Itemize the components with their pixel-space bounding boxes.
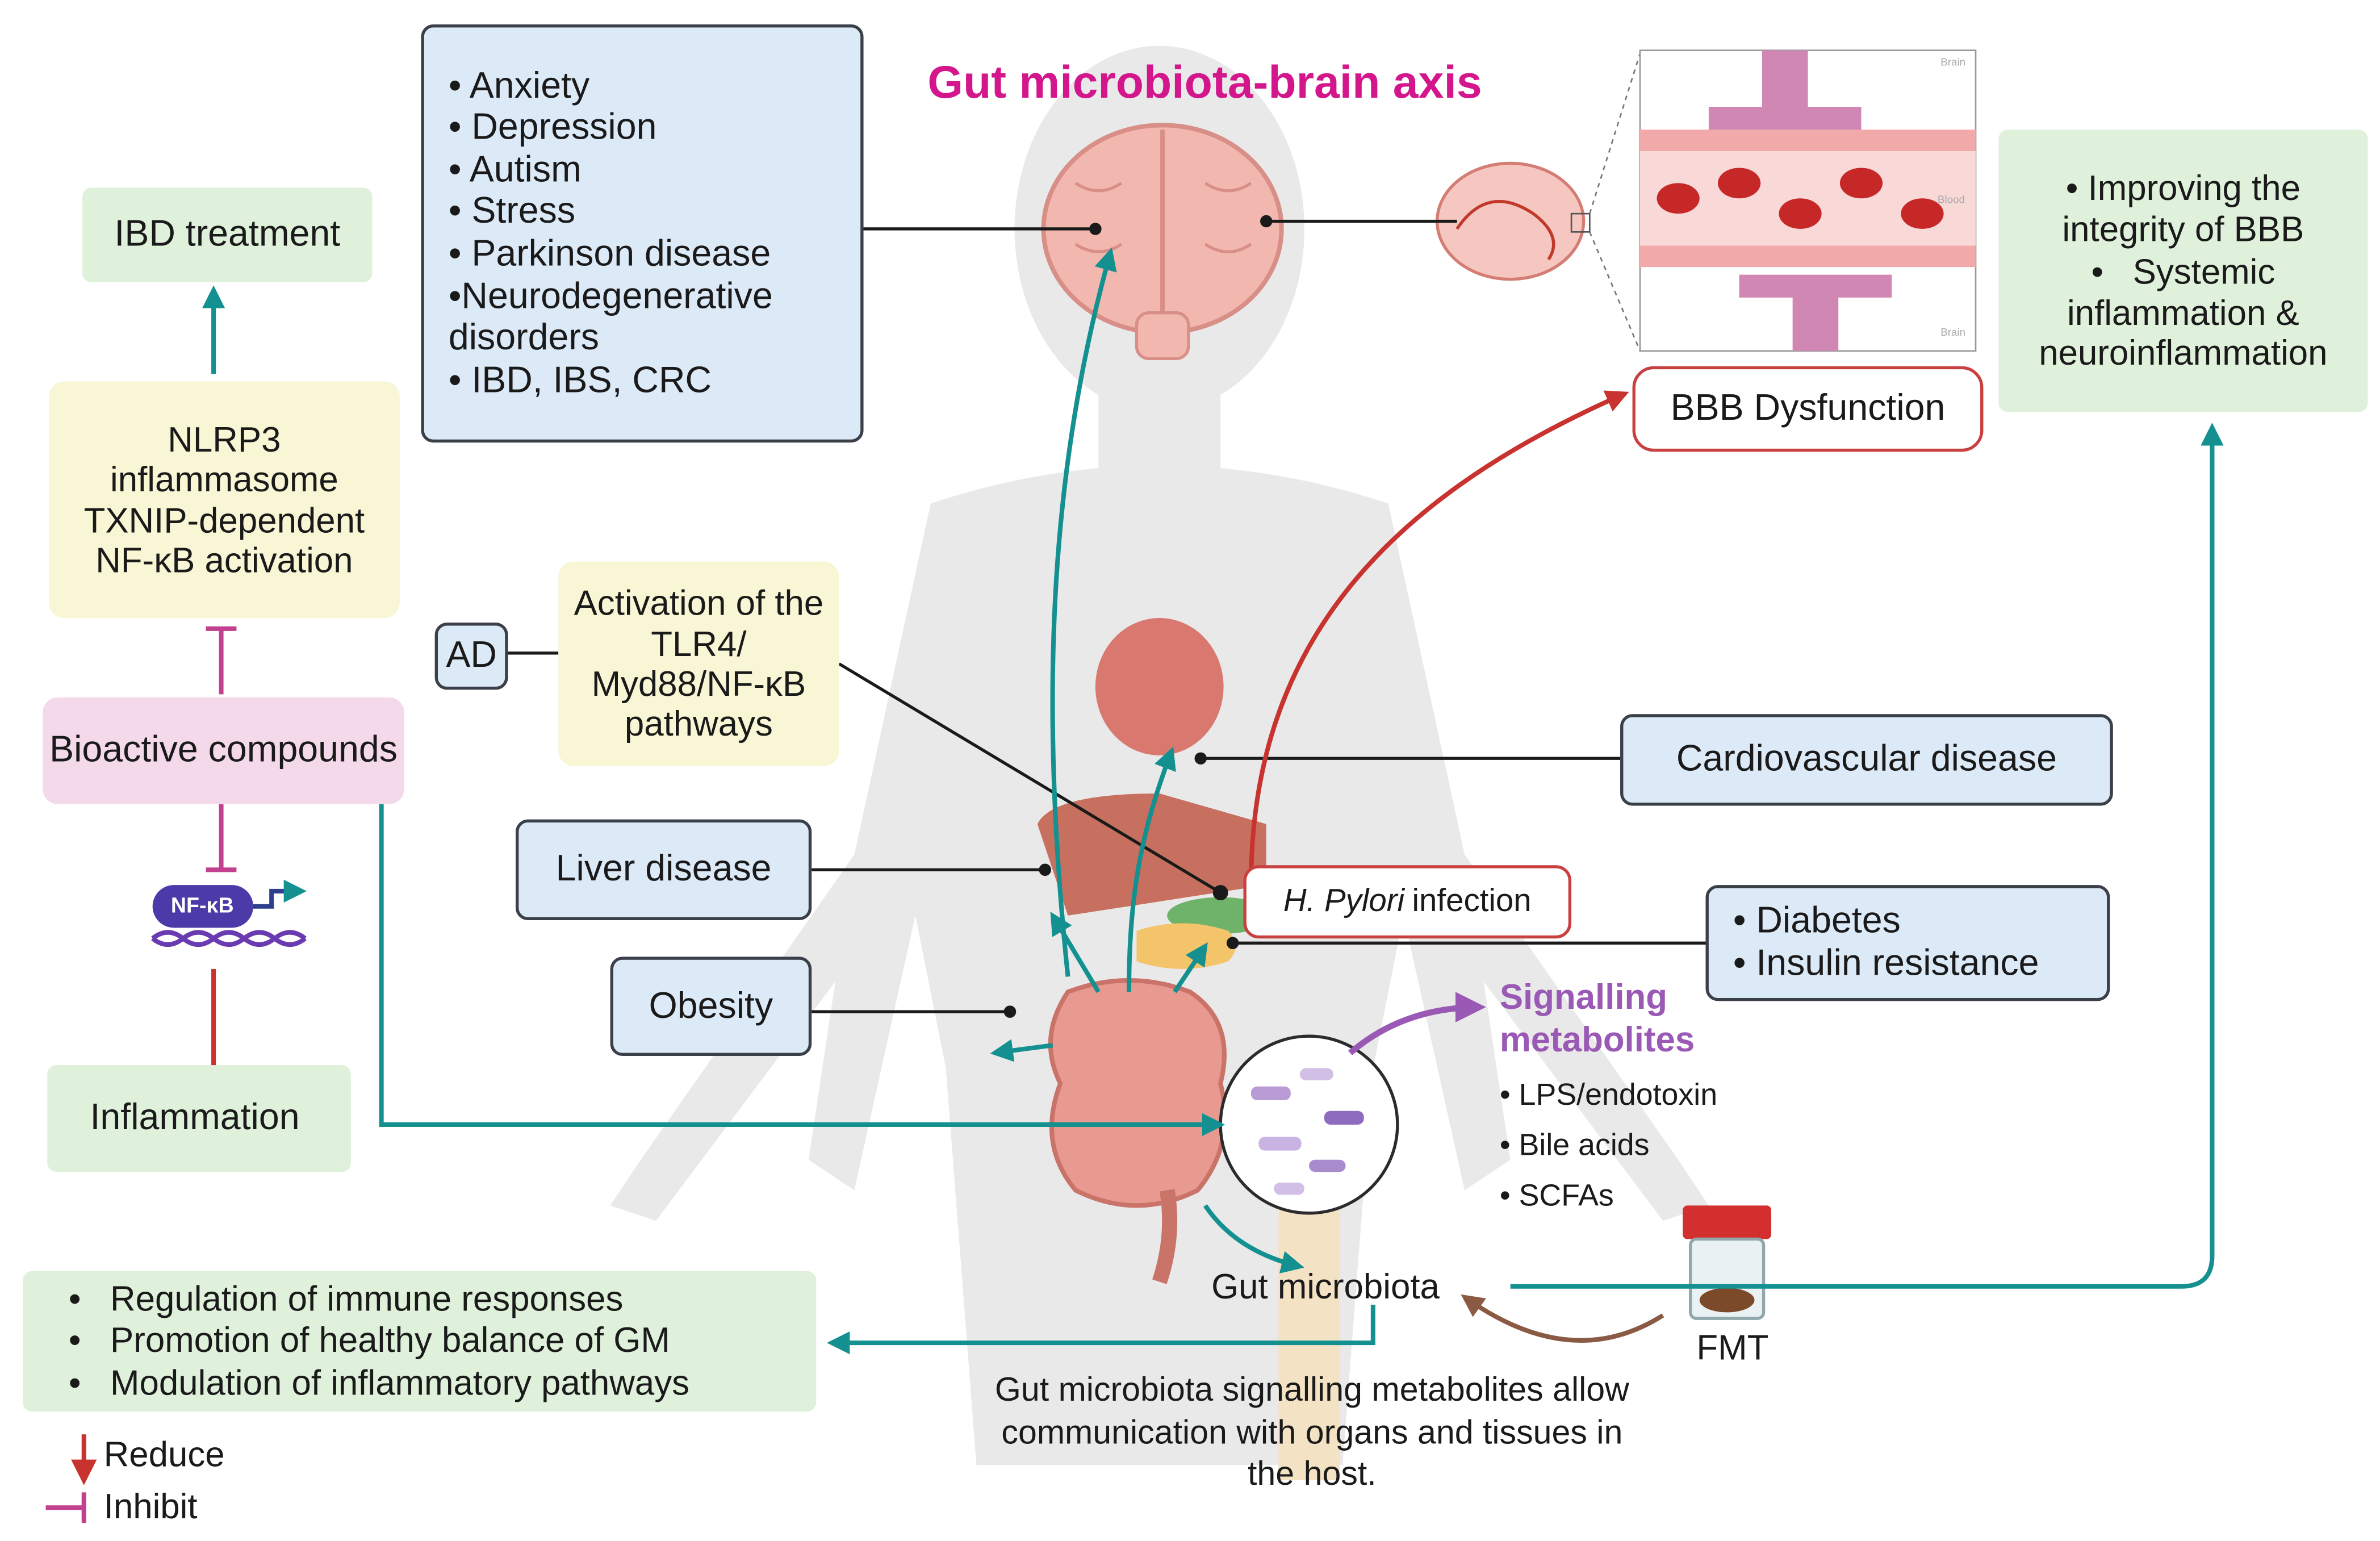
metabolite-item: • LPS/endotoxin	[1499, 1079, 1718, 1113]
nfkb-icon	[151, 879, 307, 947]
fmt-jar-illustration	[1683, 1205, 1772, 1320]
disorder-item: • Autism	[448, 149, 582, 191]
regulation-item: • Regulation of immune responses	[68, 1278, 624, 1318]
tlr4-pathway-box: Activation of the TLR4/ Myd88/NF-κB path…	[558, 561, 839, 766]
bbb-improvement-box: • Improving the integrity of BBB • Syste…	[1998, 130, 2368, 412]
diabetes-item: • Diabetes	[1733, 901, 1901, 942]
regulation-item: • Modulation of inflammatory pathways	[68, 1362, 690, 1402]
caption-text: Gut microbiota signalling metabolites al…	[994, 1370, 1629, 1493]
obesity-box: Obesity	[610, 957, 812, 1056]
legend-reduce-label: Reduce	[103, 1434, 225, 1475]
inflammation-box: Inflammation	[47, 1065, 351, 1172]
red-arrows	[211, 390, 1629, 1068]
inhibit-lines	[206, 626, 237, 872]
regulation-box: • Regulation of immune responses • Promo…	[23, 1271, 817, 1412]
bioactive-compounds-box: Bioactive compounds	[43, 697, 404, 804]
ibd-treatment-box: IBD treatment	[82, 187, 373, 283]
disorder-item: • Anxiety	[448, 65, 590, 107]
inset-blood-label: Blood	[1937, 195, 1965, 206]
teal-arrows	[202, 247, 2224, 1355]
disorder-item: • Stress	[448, 191, 576, 233]
diabetes-box: • Diabetes • Insulin resistance	[1705, 885, 2110, 1001]
metabolite-item: • Bile acids	[1499, 1129, 1650, 1163]
disorder-item: • IBD, IBS, CRC	[448, 360, 712, 401]
bbb-item: • Systemic inflammation & neuroinflammat…	[2039, 252, 2328, 373]
fmt-label: FMT	[1696, 1327, 1769, 1368]
bbb-inset-illustration	[1435, 49, 1977, 352]
fmt-arrow	[1461, 1294, 1664, 1343]
inset-brain-label-bottom: Brain	[1940, 328, 1966, 339]
diabetes-item: • Insulin resistance	[1733, 943, 2039, 984]
ad-box: AD	[434, 623, 508, 690]
bbb-dysfunction-box: BBB Dysfunction	[1632, 366, 1984, 452]
disorder-item: •Neurodegenerative disorders	[448, 275, 773, 359]
signalling-arrow	[1348, 992, 1486, 1055]
nlrp3-box: NLRP3 inflammasome TXNIP-dependent NF-κB…	[48, 381, 400, 619]
disorders-box: • Anxiety • Depression • Autism • Stress…	[421, 24, 864, 443]
connector-lines	[508, 215, 1706, 1018]
microbiota-circle	[1219, 1034, 1399, 1215]
liver-disease-box: Liver disease	[516, 819, 812, 920]
inset-brain-label: Brain	[1940, 58, 1966, 69]
bbb-item: • Improving the integrity of BBB	[2062, 168, 2304, 249]
nfkb-label: NF-κB	[170, 892, 234, 917]
signalling-metabolites-list: • LPS/endotoxin • Bile acids • SCFAs	[1500, 1071, 1717, 1222]
diagram-title: Gut microbiota-brain axis	[927, 58, 1482, 108]
disorder-item: • Parkinson disease	[448, 233, 771, 275]
h-pylori-italic: H. Pylori	[1283, 883, 1405, 919]
h-pylori-rest: infection	[1412, 883, 1532, 919]
metabolite-item: • SCFAs	[1499, 1179, 1614, 1213]
gut-microbiota-label: Gut microbiota	[1211, 1266, 1440, 1306]
disorder-item: • Depression	[448, 107, 657, 149]
regulation-item: • Promotion of healthy balance of GM	[68, 1320, 670, 1360]
signalling-metabolites-title: Signalling metabolites	[1499, 976, 1695, 1059]
cardiovascular-disease-box: Cardiovascular disease	[1620, 714, 2113, 806]
h-pylori-infection-box: H. Pylori infection	[1243, 865, 1572, 939]
inhibit-legend-icon	[45, 1492, 86, 1523]
legend-inhibit-label: Inhibit	[103, 1486, 198, 1526]
